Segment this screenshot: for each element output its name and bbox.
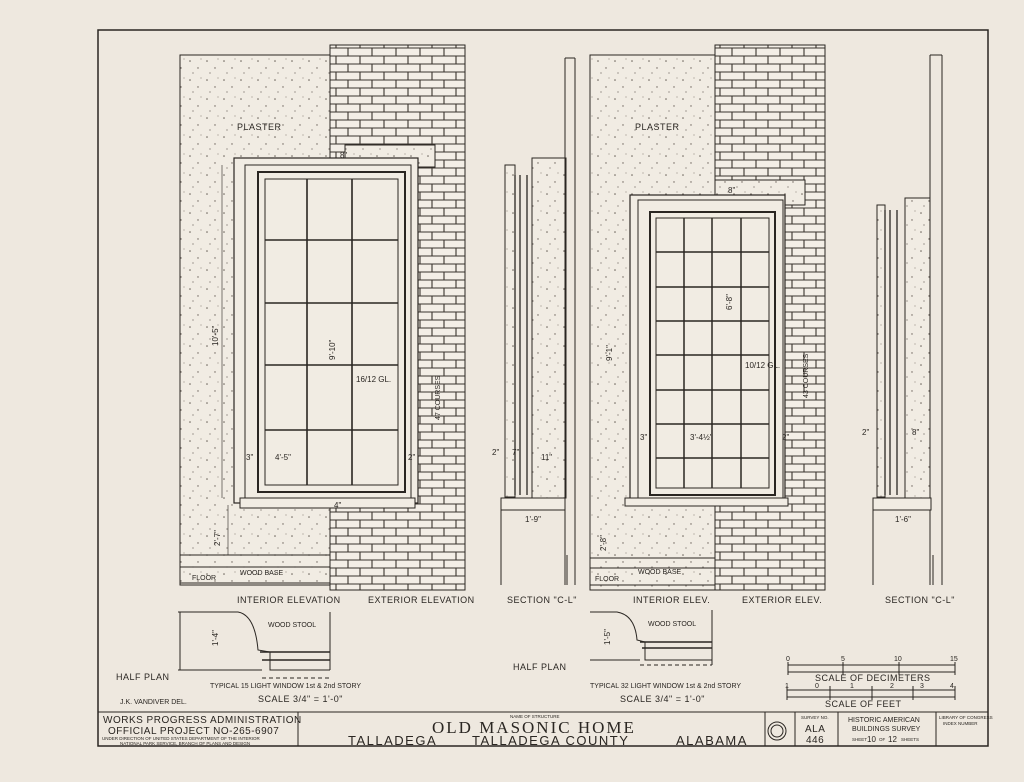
left-interior-elevation bbox=[179, 44, 466, 591]
left-exterior-label: EXTERIOR ELEVATION bbox=[368, 595, 475, 605]
right-sec-b: 8" bbox=[912, 428, 919, 437]
dm-label: SCALE OF DECIMETERS bbox=[815, 673, 931, 683]
tb-sheet-total: 12 bbox=[888, 735, 897, 744]
left-section-label: SECTION "C-L" bbox=[507, 595, 577, 605]
dim-height-total: 10'-5" bbox=[211, 325, 220, 346]
dim-jamb-right: 2" bbox=[408, 453, 415, 462]
tb-city: TALLADEGA bbox=[348, 733, 437, 748]
left-floor-label: FLOOR bbox=[192, 575, 216, 582]
left-wood-base-label: WOOD BASE bbox=[240, 570, 284, 577]
dm-tick-0: 0 bbox=[786, 656, 790, 663]
tb-name-caption: NAME OF STRUCTURE bbox=[510, 714, 560, 719]
left-sec-wall: 1'-9" bbox=[525, 515, 541, 524]
right-sec-wall: 1'-6" bbox=[895, 515, 911, 524]
right-course-label: 43 COURSES bbox=[803, 353, 810, 398]
ft-tick-b: 0 bbox=[815, 683, 819, 690]
title-block bbox=[97, 711, 989, 747]
right-dim-glass: 10/12 GL. bbox=[745, 361, 780, 370]
dim-base: 2'-7" bbox=[213, 530, 222, 546]
left-stool-label: WOOD STOOL bbox=[268, 622, 316, 629]
ft-tick-f: 4 bbox=[950, 683, 954, 690]
dim-width: 4'-5" bbox=[275, 453, 291, 462]
tb-library-1: LIBRARY OF CONGRESS bbox=[939, 715, 993, 720]
tb-survey-name-1: HISTORIC AMERICAN bbox=[848, 717, 920, 724]
right-plaster-label: PLASTER bbox=[635, 122, 680, 132]
tb-project: OFFICIAL PROJECT NO-265-6907 bbox=[108, 726, 279, 737]
ft-tick-d: 2 bbox=[890, 683, 894, 690]
right-wood-base-label: WOOD BASE bbox=[638, 569, 682, 576]
right-stool-label: WOOD STOOL bbox=[648, 621, 696, 628]
tb-agency: WORKS PROGRESS ADMINISTRATION bbox=[103, 715, 302, 726]
right-sec-a: 2" bbox=[862, 428, 869, 437]
right-caption: TYPICAL 32 LIGHT WINDOW 1st & 2nd STORY bbox=[590, 683, 741, 690]
tb-state: ALABAMA bbox=[676, 733, 748, 748]
left-sec-b: 7" bbox=[512, 448, 519, 457]
left-course-label: 47 COURSES bbox=[435, 375, 442, 420]
right-interior-label: INTERIOR ELEV. bbox=[633, 595, 710, 605]
right-floor-label: FLOOR bbox=[595, 576, 619, 583]
tb-library-2: INDEX NUMBER bbox=[943, 721, 978, 726]
tb-sheet-suffix: SHEETS bbox=[901, 737, 919, 742]
left-sec-c: 11" bbox=[541, 453, 552, 462]
right-dim-head: 8" bbox=[728, 186, 735, 195]
ft-tick-c: 1 bbox=[850, 683, 854, 690]
right-dim-base: 2'-8" bbox=[599, 535, 608, 551]
right-interior-elevation bbox=[589, 44, 826, 591]
dm-tick-5: 5 bbox=[841, 656, 845, 663]
right-plan-dim: 1'-5" bbox=[603, 629, 612, 645]
right-plan-label: HALF PLAN bbox=[513, 662, 567, 672]
right-section-label: SECTION "C-L" bbox=[885, 595, 955, 605]
tb-sheet-prefix: SHEET bbox=[852, 737, 867, 742]
right-dim-height-total: 9'-1" bbox=[605, 345, 614, 361]
left-plaster-label: PLASTER bbox=[237, 122, 282, 132]
delineator: J.K. VANDIVER DEL. bbox=[120, 699, 187, 706]
left-half-plan bbox=[178, 611, 331, 679]
tb-sheet-number: 10 bbox=[867, 735, 876, 744]
dim-sill: 4" bbox=[334, 501, 341, 510]
left-interior-label: INTERIOR ELEVATION bbox=[237, 595, 341, 605]
dim-head: 8" bbox=[340, 151, 347, 160]
ft-tick-a: 1 bbox=[785, 683, 789, 690]
right-scale: SCALE 3/4" = 1'-0" bbox=[620, 694, 705, 704]
tb-survey-caption: SURVEY NO. bbox=[801, 715, 829, 720]
tb-survey-state: ALA bbox=[805, 724, 825, 735]
left-plan-label: HALF PLAN bbox=[116, 672, 170, 682]
right-half-plan bbox=[590, 610, 713, 666]
tb-survey-number: 446 bbox=[806, 735, 824, 746]
ft-tick-e: 3 bbox=[920, 683, 924, 690]
tb-sheet-of: OF bbox=[879, 737, 886, 742]
left-scale: SCALE 3/4" = 1'-0" bbox=[258, 694, 343, 704]
tb-direction-1: UNDER DIRECTION OF UNITED STATES DEPARTM… bbox=[102, 736, 261, 741]
tb-direction-2: NATIONAL PARK SERVICE, BRANCH OF PLANS A… bbox=[120, 741, 250, 746]
tb-county: TALLADEGA COUNTY bbox=[472, 733, 629, 748]
right-dim-width: 3'-4½" bbox=[690, 433, 713, 442]
scale-bars bbox=[786, 662, 956, 700]
tb-structure-name: OLD MASONIC HOME bbox=[432, 718, 636, 737]
right-section bbox=[872, 54, 943, 585]
tb-survey-name-2: BUILDINGS SURVEY bbox=[852, 726, 921, 733]
ft-label: SCALE OF FEET bbox=[825, 699, 902, 709]
right-exterior-label: EXTERIOR ELEV. bbox=[742, 595, 822, 605]
dm-tick-10: 10 bbox=[894, 656, 902, 663]
dim-sash-height: 9'-10" bbox=[328, 339, 337, 360]
right-dim-jamb-right: 2" bbox=[782, 433, 789, 442]
left-sec-a: 2" bbox=[492, 448, 499, 457]
right-dim-sash: 6'-8" bbox=[725, 294, 734, 310]
dim-jamb-left: 3" bbox=[246, 453, 253, 462]
dm-tick-15: 15 bbox=[950, 656, 958, 663]
left-caption: TYPICAL 15 LIGHT WINDOW 1st & 2nd STORY bbox=[210, 683, 361, 690]
left-plan-dim: 1'-4" bbox=[211, 630, 220, 646]
right-dim-jamb-left: 3" bbox=[640, 433, 647, 442]
left-section bbox=[500, 44, 576, 586]
dim-glass: 16/12 GL. bbox=[356, 375, 391, 384]
